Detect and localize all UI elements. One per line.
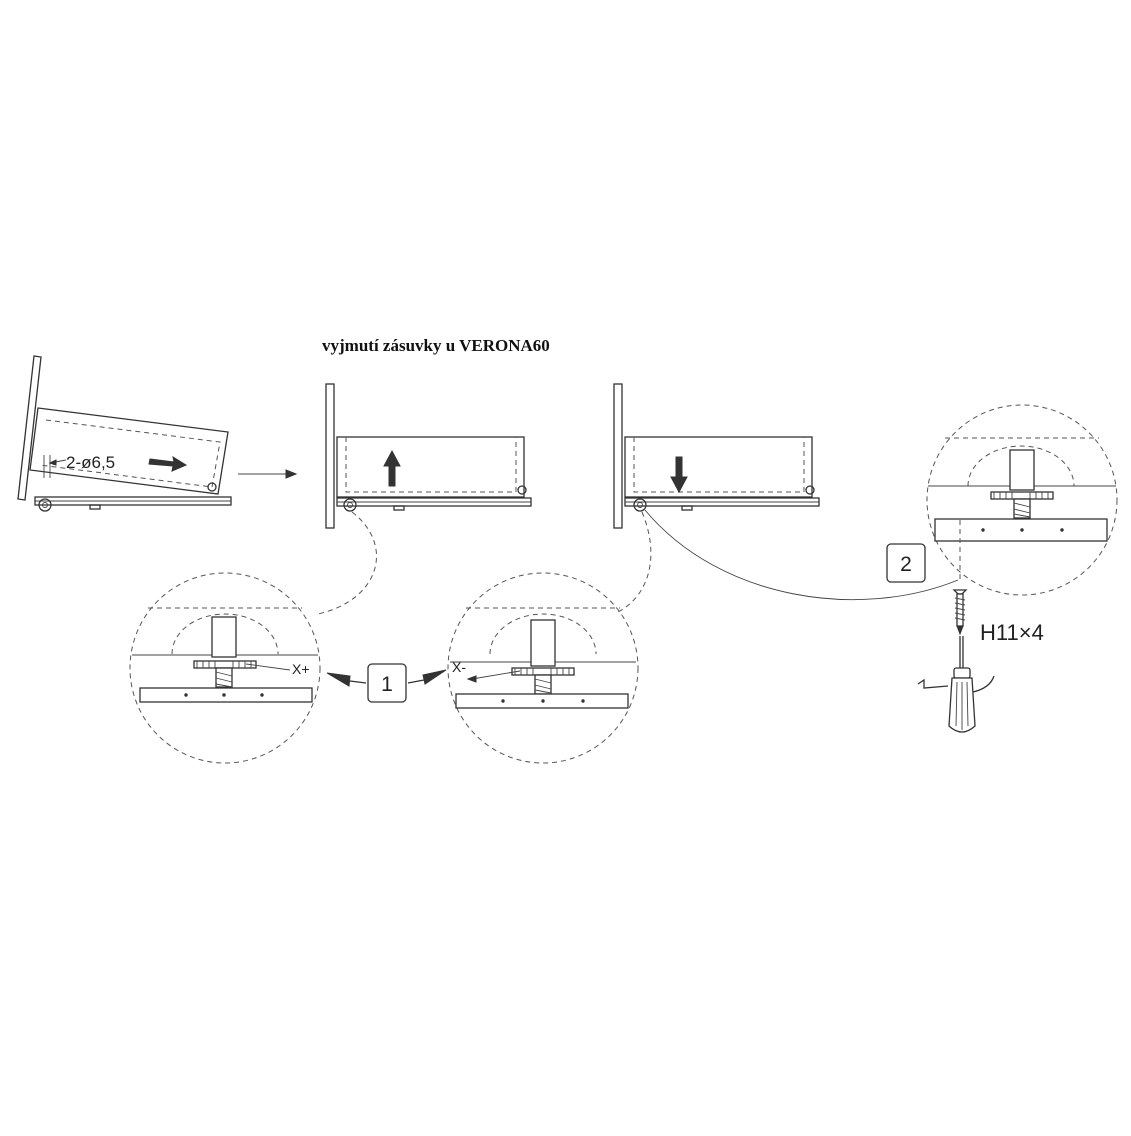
detail-x-minus: X- <box>447 572 639 764</box>
detail-circle <box>926 404 1118 596</box>
detail-circle <box>447 572 639 764</box>
x-minus-label: X- <box>452 659 466 675</box>
arrow-right-icon <box>422 669 447 685</box>
adjuster-cylinder <box>1009 449 1035 491</box>
drawer-inner <box>633 437 805 493</box>
runner-clip <box>393 505 405 511</box>
step-1-label: 1 <box>381 673 393 696</box>
leader-detail-3 <box>644 509 959 600</box>
drawer-box <box>624 436 813 498</box>
screwdriver-icon <box>917 636 995 733</box>
adjuster-circle <box>38 498 52 512</box>
x-minus-leader <box>471 670 521 680</box>
screwdriver-hook <box>972 675 995 693</box>
thread-lines <box>1013 502 1031 518</box>
arrow-left-icon <box>326 672 351 687</box>
rail-section <box>139 687 313 703</box>
adjuster-circle <box>633 498 647 512</box>
runner-clip <box>89 504 101 510</box>
detail-dash-arc <box>171 613 279 655</box>
hole-dimension-label: 2-ø6,5 <box>66 453 115 472</box>
arrow-up-icon <box>383 449 401 487</box>
screw-icon <box>952 589 968 636</box>
step-2-box <box>886 543 926 583</box>
drawer-box <box>29 407 229 495</box>
detail-x-plus: X+ <box>129 572 321 764</box>
drawer-inner <box>39 419 221 488</box>
side-wall <box>325 383 335 529</box>
gear-teeth <box>993 492 1049 499</box>
panel-push-down <box>613 383 820 529</box>
adjuster-core <box>42 502 48 508</box>
arrow-down-icon <box>670 456 688 494</box>
adjuster-cylinder <box>530 619 556 667</box>
drawer-inner <box>345 437 517 493</box>
leader-detail-1 <box>317 511 377 615</box>
side-wall <box>17 355 42 501</box>
drawer-box <box>336 436 525 498</box>
detail-dash-arc <box>967 445 1075 487</box>
rear-hook <box>517 485 527 495</box>
side-wall <box>613 383 623 529</box>
gear-teeth <box>196 661 252 668</box>
adjuster-core <box>347 502 353 508</box>
detail-circle <box>129 572 321 764</box>
x-plus-label: X+ <box>292 661 310 677</box>
adjuster-cylinder <box>211 616 237 658</box>
step-1-callout: 1 <box>326 663 447 703</box>
adjuster-core <box>637 502 643 508</box>
panel-lift-up <box>325 383 532 529</box>
runner-clip <box>681 505 693 511</box>
panel-tilted-drawer: 2-ø6,5 <box>17 355 232 512</box>
rear-hook <box>207 482 217 492</box>
step-1-box <box>367 663 407 703</box>
detail-screw <box>926 404 1118 596</box>
thread-lines <box>534 678 552 694</box>
step-2-callout: 2 <box>886 543 926 583</box>
thread-lines <box>215 671 233 688</box>
arrow-right-icon <box>148 455 188 472</box>
step-2-label: 2 <box>900 553 912 576</box>
leader-detail-2 <box>617 511 652 613</box>
diagram-title: vyjmutí zásuvky u VERONA60 <box>322 336 550 355</box>
screw-label: H11×4 <box>980 620 1044 645</box>
screwdriver-collar <box>953 667 971 679</box>
rear-hook <box>805 485 815 495</box>
x-plus-leader <box>245 663 291 671</box>
dim-arrow <box>48 459 57 466</box>
detail-dash-arc <box>489 613 597 655</box>
screwdriver-clip <box>917 678 949 689</box>
transition-arrow <box>238 469 298 479</box>
adjuster-circle <box>343 498 357 512</box>
